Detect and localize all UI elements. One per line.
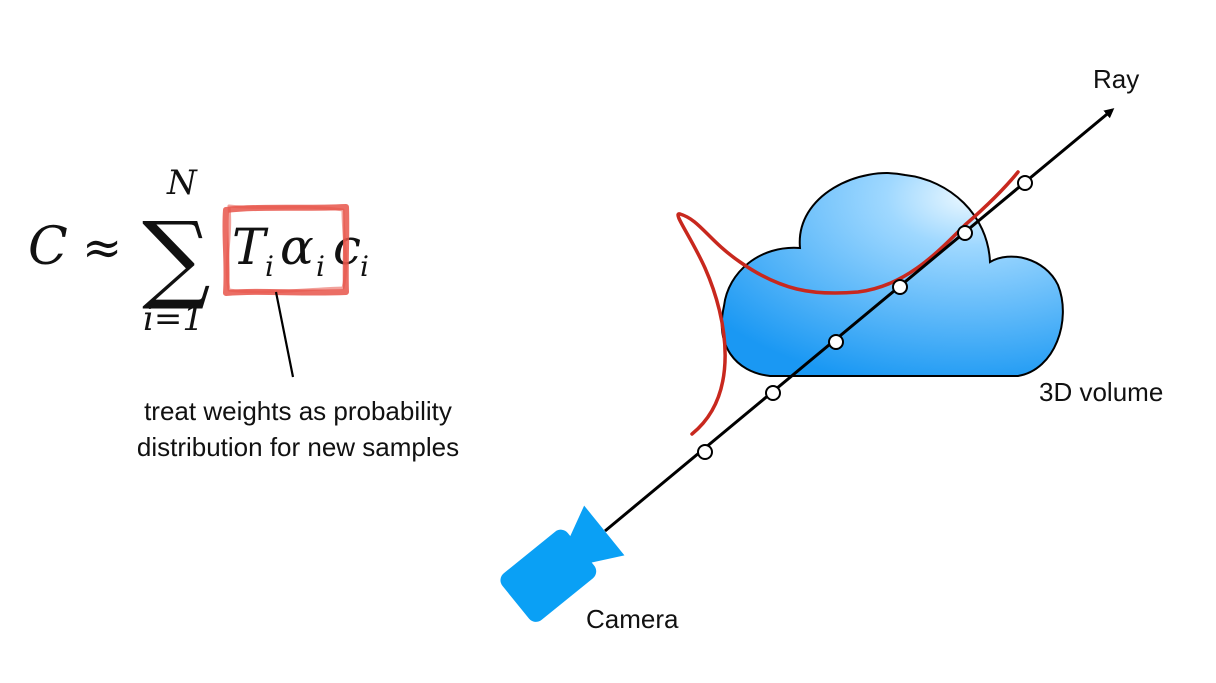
sample-point [892, 279, 908, 295]
equation-sum-lower-limit: i=1 [143, 299, 204, 339]
equation-transmittance-T: T [232, 218, 269, 276]
rendering-equation: C ≈ ∑ N i=1 T i α i c i [28, 163, 369, 339]
ray-sample-points [697, 175, 1033, 460]
sample-point [765, 385, 781, 401]
equation-approx-symbol: ≈ [82, 220, 122, 276]
equation-lhs: C [28, 217, 68, 277]
equation-subscript-i-2: i [316, 250, 325, 283]
annotation-caption: treat weights as probability distributio… [137, 396, 459, 462]
equation-subscript-i-1: i [265, 250, 274, 283]
camera-label: Camera [586, 604, 679, 634]
weights-highlight-box [222, 204, 350, 296]
volume-cloud-shape [720, 172, 1064, 377]
ray-label: Ray [1093, 64, 1139, 94]
annotation-line-1: treat weights as probability [144, 396, 452, 426]
sample-point [1017, 175, 1033, 191]
equation-subscript-i-3: i [360, 250, 369, 283]
volume-label: 3D volume [1039, 377, 1163, 407]
equation-sum-upper-limit: N [166, 163, 198, 203]
camera-icon [500, 505, 625, 622]
sample-point [957, 225, 973, 241]
annotation-line-2: distribution for new samples [137, 432, 459, 462]
equation-sum-symbol: ∑ [142, 201, 211, 313]
equation-alpha: α [280, 218, 314, 276]
sample-point [828, 334, 844, 350]
sample-point [697, 444, 713, 460]
annotation-pointer-line [274, 291, 295, 378]
